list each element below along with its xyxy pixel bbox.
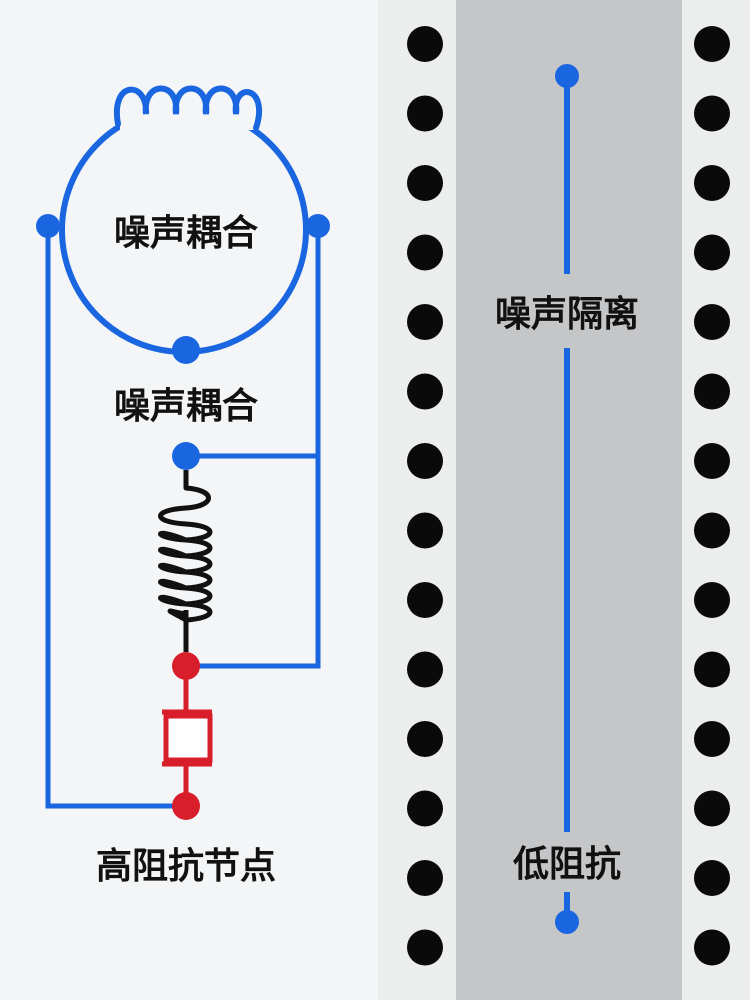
via-dot-icon	[407, 234, 443, 271]
via-dot-icon	[694, 373, 730, 410]
via-dot-icon	[407, 721, 443, 757]
loop-node-left	[36, 214, 60, 238]
via-dot-icon	[694, 26, 730, 62]
via-dot-icon	[694, 234, 730, 271]
via-dot-icon	[407, 860, 443, 896]
via-dot-icon	[694, 860, 730, 896]
via-dot-icon	[407, 582, 443, 618]
via-dot-icon	[694, 929, 730, 966]
via-dots-left	[407, 26, 443, 966]
resistor-box-icon	[163, 713, 213, 763]
via-dot-icon	[407, 373, 443, 410]
via-dot-icon	[694, 651, 730, 688]
via-dot-icon	[407, 512, 443, 549]
via-dot-icon	[694, 165, 730, 201]
via-dot-icon	[694, 582, 730, 618]
low-impedance-label: 低阻抗	[513, 843, 621, 885]
loop-node-bottom	[172, 336, 200, 364]
inductor-coil-icon	[113, 85, 263, 131]
right-return-wire	[188, 226, 321, 669]
loop-node-right	[306, 214, 330, 238]
via-dot-icon	[407, 165, 443, 201]
isolation-label: 噪声隔离	[495, 294, 639, 335]
coupling-loop-label: 噪声耦合	[114, 213, 258, 254]
via-dot-icon	[694, 721, 730, 757]
via-dot-icon	[694, 790, 730, 827]
coupling-node	[172, 442, 200, 470]
isolation-node-top	[555, 64, 579, 88]
via-dot-icon	[694, 304, 730, 340]
inductor-spring-icon	[158, 485, 213, 623]
via-dot-icon	[407, 304, 443, 340]
coupling-node-label: 噪声耦合	[114, 386, 258, 427]
via-dot-icon	[407, 26, 443, 62]
isolation-node-bottom	[555, 910, 579, 934]
via-dot-icon	[407, 790, 443, 827]
via-dot-icon	[407, 651, 443, 688]
via-dot-icon	[694, 512, 730, 549]
high-impedance-node	[172, 792, 200, 820]
red-node-top	[172, 652, 200, 680]
high-impedance-label: 高阻抗节点	[96, 845, 276, 887]
via-dot-icon	[694, 443, 730, 479]
via-dots-right	[694, 26, 730, 966]
via-dot-icon	[694, 95, 730, 132]
via-dot-icon	[407, 929, 443, 966]
via-dot-icon	[407, 95, 443, 132]
left-return-wire	[45, 226, 184, 809]
via-dot-icon	[407, 443, 443, 479]
